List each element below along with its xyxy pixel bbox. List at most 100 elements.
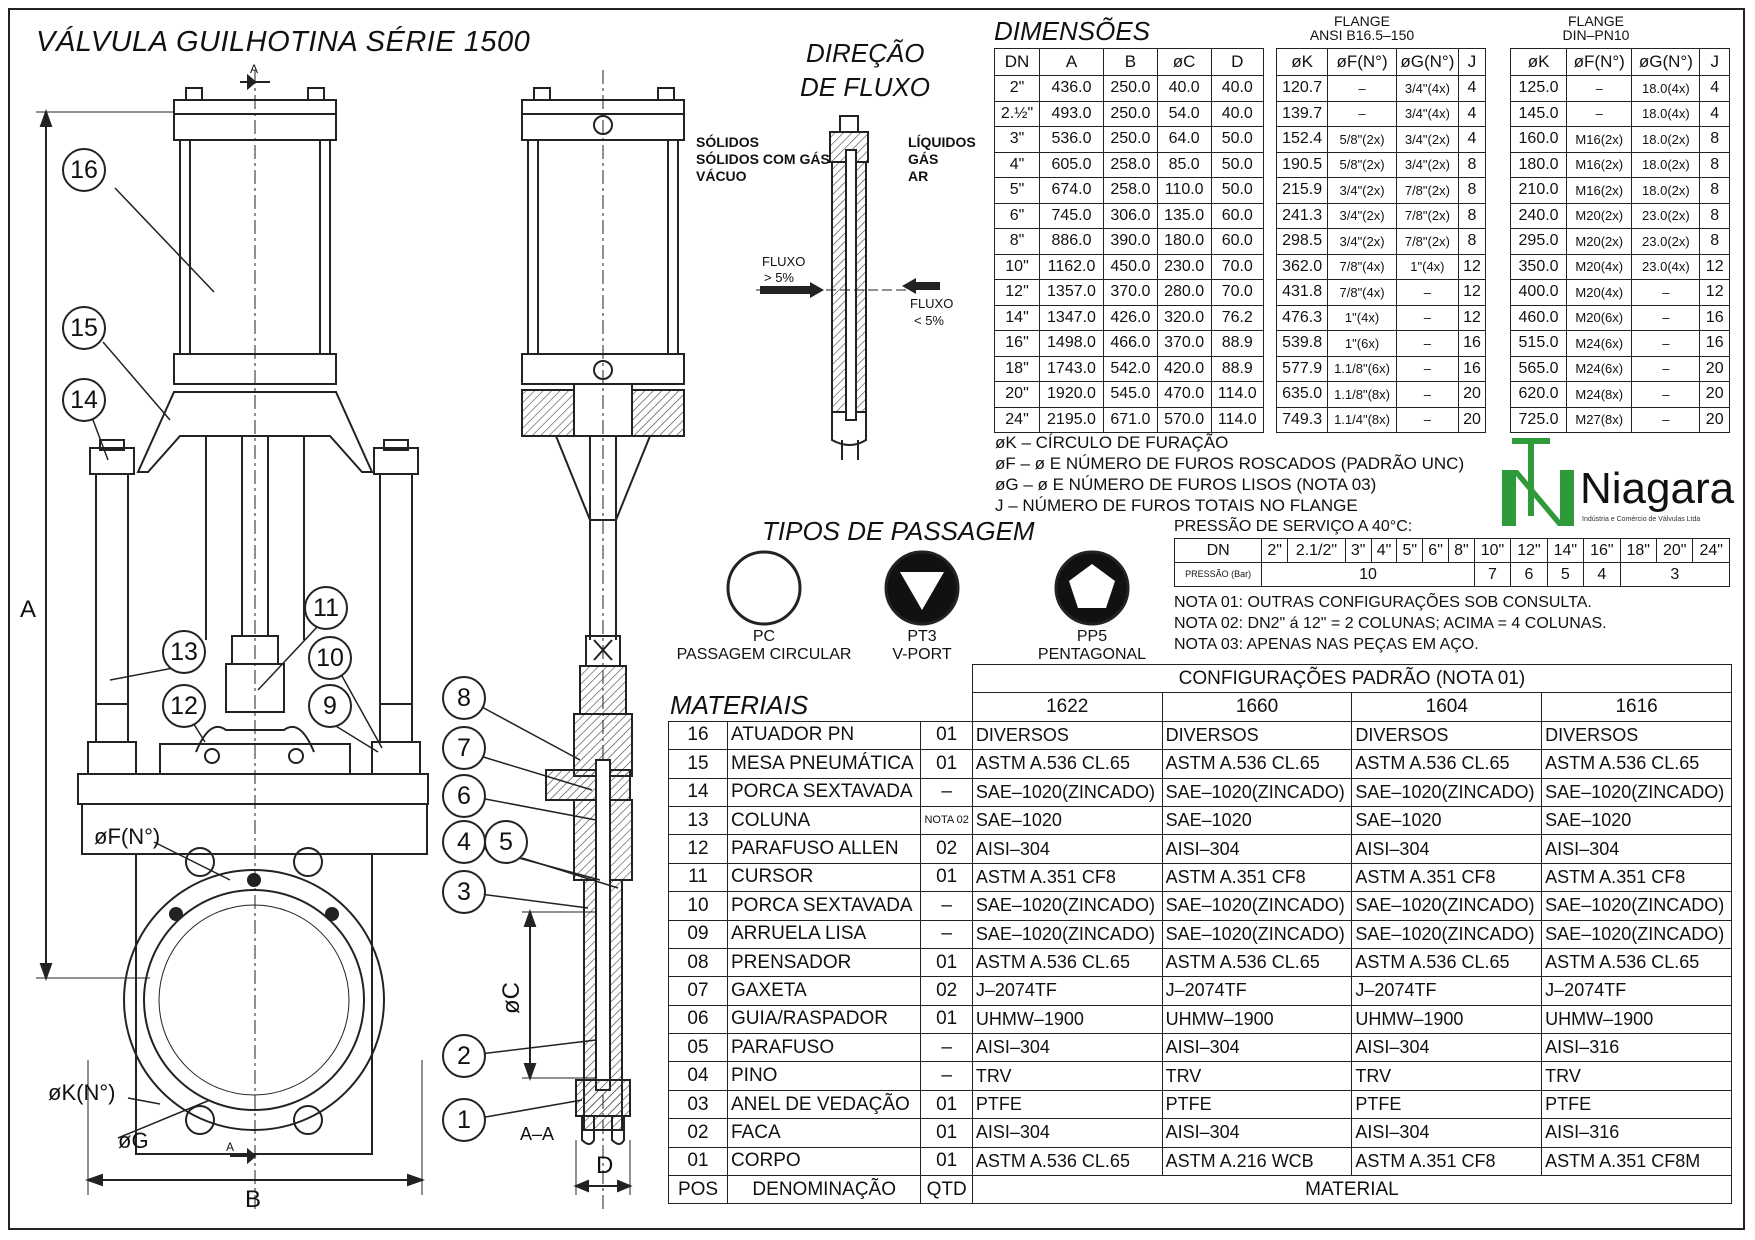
materials-title: MATERIAIS xyxy=(670,690,809,720)
din-cell: 8 xyxy=(1699,228,1730,255)
dimensions-cell: 545.0 xyxy=(1102,381,1158,408)
materials-cell: SAE–1020(ZINCADO) xyxy=(1541,919,1732,949)
ansi-row: 120.7–3/4"(4x)4 xyxy=(1275,75,1487,102)
dimensions-cell: 20" xyxy=(993,381,1041,408)
dimensions-cell: 370.0 xyxy=(1102,279,1158,306)
dimensions-cell: 2195.0 xyxy=(1039,406,1104,433)
din-cell: 18.0(4x) xyxy=(1631,100,1701,127)
materials-cell: 06 xyxy=(668,1004,728,1035)
din-row: 125.0–18.0(4x)4 xyxy=(1509,75,1730,102)
ansi-header-cell: J xyxy=(1457,48,1487,76)
materials-cell: AISI–304 xyxy=(1161,834,1353,864)
ansi-cell: 8 xyxy=(1457,228,1487,255)
materials-cell: SAE–1020 xyxy=(1541,805,1732,836)
materials-cell: SAE–1020(ZINCADO) xyxy=(1161,777,1353,807)
materials-cell: SAE–1020(ZINCADO) xyxy=(1541,777,1732,807)
dimensions-header-cell: D xyxy=(1210,48,1265,76)
materials-cell: 01 xyxy=(920,1118,973,1148)
ansi-cell: 8 xyxy=(1457,177,1487,204)
ansi-header-cell: øF(N°) xyxy=(1327,48,1397,76)
materials-cell: AISI–304 xyxy=(1541,834,1732,864)
ansi-cell: 298.5 xyxy=(1275,228,1329,255)
din-cell: 18.0(2x) xyxy=(1631,177,1701,204)
pressure-value-cell: 5 xyxy=(1546,562,1585,587)
materials-cell: COLUNA xyxy=(726,805,922,836)
din-cell: – xyxy=(1631,406,1701,433)
flow-left-label-1: SÓLIDOS xyxy=(696,134,760,150)
materials-cell: 16 xyxy=(668,720,728,751)
materials-cell: TRV xyxy=(1351,1061,1543,1091)
din-cell: – xyxy=(1631,304,1701,331)
dimensions-cell: 114.0 xyxy=(1210,381,1265,408)
materials-cell: DIVERSOS xyxy=(1541,720,1732,751)
passage-pp5: PP5 PENTAGONAL xyxy=(1022,628,1162,664)
materials-cell: AISI–304 xyxy=(971,834,1163,864)
ansi-cell: 1"(4x) xyxy=(1327,304,1397,331)
logo-subtitle: Indústria e Comércio de Válvulas Ltda xyxy=(1582,516,1701,523)
dimensions-cell: 180.0 xyxy=(1156,228,1212,255)
pressure-size-cell: 14" xyxy=(1546,538,1585,563)
passage-pc: PC PASSAGEM CIRCULAR xyxy=(664,628,864,664)
dimensions-cell: 250.0 xyxy=(1102,126,1158,153)
materials-cell: 01 xyxy=(920,1004,973,1035)
din-cell: – xyxy=(1631,279,1701,306)
dimensions-cell: 306.0 xyxy=(1102,202,1158,229)
dimensions-cell: 674.0 xyxy=(1039,177,1104,204)
dimensions-cell: 1357.0 xyxy=(1039,279,1104,306)
materials-cell: UHMW–1900 xyxy=(1541,1004,1732,1035)
dimension-legend: øK – CÍRCULO DE FURAÇÃO øF – ø E NÚMERO … xyxy=(995,432,1464,516)
ansi-cell: 12 xyxy=(1457,304,1487,331)
din-header-cell: øK xyxy=(1509,48,1568,76)
callout-16: 16 xyxy=(62,148,106,192)
ansi-header: FLANGE ANSI B16.5–150 xyxy=(1276,14,1448,42)
ansi-cell: 1.1/8"(6x) xyxy=(1327,355,1397,382)
dimensions-cell: 280.0 xyxy=(1156,279,1212,306)
din-cell: 160.0 xyxy=(1509,126,1568,153)
pressure-size-cell: 2" xyxy=(1261,538,1289,563)
din-cell: – xyxy=(1631,355,1701,382)
ansi-cell: 8 xyxy=(1457,202,1487,229)
din-cell: 12 xyxy=(1699,253,1730,280)
dimensions-cell: 570.0 xyxy=(1156,406,1212,433)
passage-code: PC xyxy=(752,628,776,645)
pressure-size-cell: 2.1/2" xyxy=(1287,538,1346,563)
dimensions-header-cell: DN xyxy=(993,48,1041,76)
dimensions-cell: 76.2 xyxy=(1210,304,1265,331)
ansi-cell: 3/4"(2x) xyxy=(1395,126,1459,153)
ansi-cell: 8 xyxy=(1457,151,1487,178)
materials-cell: NOTA 02 xyxy=(920,805,973,836)
din-cell: 23.0(4x) xyxy=(1631,253,1701,280)
materials-cell: ASTM A.351 CF8 xyxy=(1161,862,1353,893)
pressure-size-cell: 3" xyxy=(1344,538,1372,563)
materials-config-code: 1616 xyxy=(1541,692,1732,722)
pressure-size-cell: 8" xyxy=(1447,538,1475,563)
passage-pt3: PT3 V-PORT xyxy=(862,628,982,664)
materials-cell: ASTM A.536 CL.65 xyxy=(1161,749,1353,779)
din-cell: 8 xyxy=(1699,126,1730,153)
passage-name: PENTAGONAL xyxy=(1037,646,1147,663)
callout-1: 1 xyxy=(442,1098,486,1142)
callout-6: 6 xyxy=(442,774,486,818)
ansi-cell: – xyxy=(1395,381,1459,408)
pressure-size-cell: 12" xyxy=(1510,538,1548,563)
dimensions-cell: 88.9 xyxy=(1210,355,1265,382)
materials-config-title: CONFIGURAÇÕES PADRÃO (NOTA 01) xyxy=(971,663,1733,694)
dimensions-title: DIMENSÕES xyxy=(994,16,1151,46)
materials-config-code: 1660 xyxy=(1161,692,1353,722)
logo-name: Niagara xyxy=(1580,464,1735,513)
dim-label-K: øK(N°) xyxy=(48,1080,116,1105)
dimensions-cell: 50.0 xyxy=(1210,126,1265,153)
materials-cell: AISI–304 xyxy=(1161,1033,1353,1063)
ansi-cell: – xyxy=(1395,279,1459,306)
materials-cell: ANEL DE VEDAÇÃO xyxy=(726,1089,922,1120)
dim-label-F: øF(N°) xyxy=(94,824,161,849)
din-cell: 20 xyxy=(1699,355,1730,382)
din-cell: 23.0(2x) xyxy=(1631,202,1701,229)
